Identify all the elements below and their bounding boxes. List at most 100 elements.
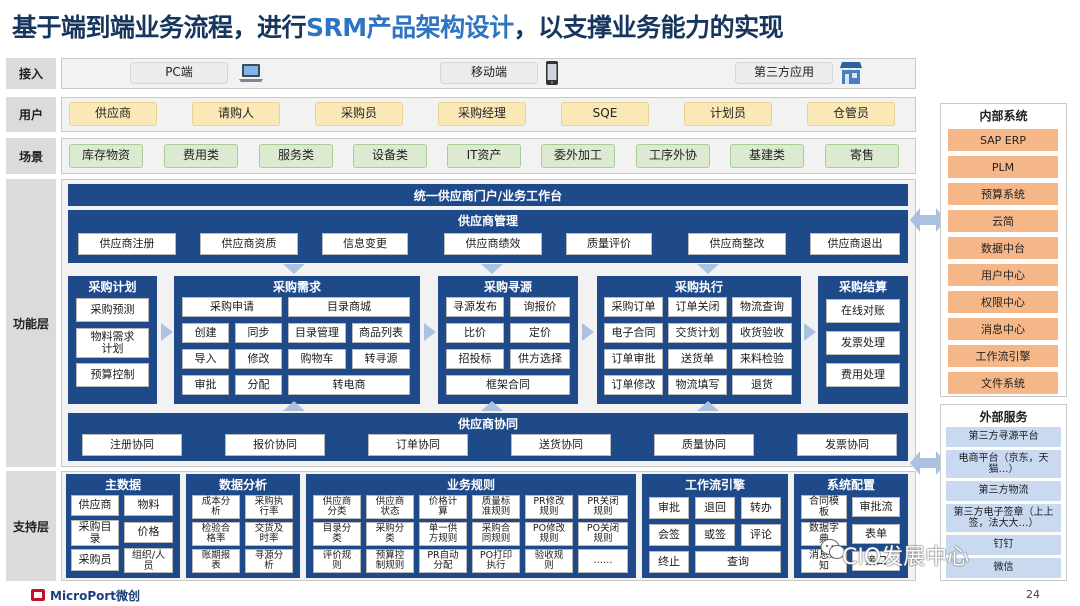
access-third-party: 第三方应用 — [735, 62, 833, 84]
rules-item: …… — [578, 549, 628, 573]
collab-item: 质量协同 — [654, 434, 754, 456]
user-chip: 采购经理 — [438, 102, 526, 126]
rules-item: PO打印执行 — [472, 549, 520, 573]
plan-item: 预算控制 — [76, 363, 149, 387]
collab-item: 注册协同 — [82, 434, 182, 456]
master-item: 采购目录 — [71, 520, 119, 546]
demand-item: 修改 — [235, 349, 282, 369]
rules-item: 供应商状态 — [366, 495, 414, 519]
rules-item: 评价规则 — [313, 549, 361, 573]
rules-item: PR修改规则 — [525, 495, 573, 519]
demand-item: 目录商城 — [288, 297, 410, 317]
execution-item: 订单修改 — [604, 375, 663, 395]
master-item: 供应商 — [71, 495, 119, 516]
supplier-mgmt-title: 供应商管理 — [457, 214, 518, 228]
supplier-mgmt-item: 供应商注册 — [78, 233, 176, 255]
collab-title: 供应商协同 — [457, 416, 518, 431]
demand-item: 商品列表 — [352, 323, 410, 343]
collab-item: 送货协同 — [511, 434, 611, 456]
execution-item: 采购订单 — [604, 297, 663, 317]
demand-title: 采购需求 — [272, 279, 321, 294]
sourcing-item: 框架合同 — [446, 375, 570, 395]
rules-item: PO关闭规则 — [578, 522, 628, 546]
laptop-icon — [238, 61, 264, 89]
rules-item: PR关闭规则 — [578, 495, 628, 519]
execution-item: 送货单 — [668, 349, 727, 369]
internal-item: 权限中心 — [948, 291, 1058, 313]
demand-item: 导入 — [182, 349, 229, 369]
analysis-item: 交货及时率 — [245, 522, 293, 546]
scenario-chip: 基建类 — [730, 144, 804, 168]
execution-title: 采购执行 — [674, 279, 723, 294]
user-chip: 请购人 — [192, 102, 280, 126]
arrow-up — [481, 401, 503, 411]
external-item: 第三方寻源平台 — [946, 427, 1061, 447]
scenario-chip: IT资产 — [447, 144, 521, 168]
internal-item: 工作流引擎 — [948, 345, 1058, 367]
demand-item: 转电商 — [288, 375, 410, 395]
workflow-item: 会签 — [649, 524, 689, 546]
settlement-item: 在线对账 — [826, 299, 900, 323]
arrow-right — [161, 323, 173, 341]
user-chip: 计划员 — [684, 102, 772, 126]
execution-item: 物流查询 — [732, 297, 792, 317]
workflow-item: 审批 — [649, 497, 689, 519]
footer-logo: MicroPort微创 — [50, 589, 141, 603]
execution-item: 订单关闭 — [668, 297, 727, 317]
execution-item: 退货 — [732, 375, 792, 395]
user-chip: SQE — [561, 102, 649, 126]
scenario-chip: 服务类 — [259, 144, 333, 168]
execution-item: 交货计划 — [668, 323, 727, 343]
settlement-item: 发票处理 — [826, 331, 900, 355]
sysconf-title: 系统配置 — [826, 477, 875, 492]
scenario-chip: 工序外协 — [636, 144, 710, 168]
access-pc: PC端 — [130, 62, 228, 84]
workflow-item: 退回 — [695, 497, 735, 519]
master-item: 价格 — [124, 522, 173, 543]
execution-item: 电子合同 — [604, 323, 663, 343]
workflow-title: 工作流引擎 — [684, 477, 745, 492]
rules-item: 目录分类 — [313, 522, 361, 546]
scenario-chip: 寄售 — [825, 144, 899, 168]
workflow-item: 或签 — [695, 524, 735, 546]
demand-item: 同步 — [235, 323, 282, 343]
title-highlight: SRM产品架构设计 — [306, 13, 514, 42]
analysis-item: 账期报表 — [192, 549, 240, 573]
external-item: 第三方电子签章（上上签，法大大…） — [946, 504, 1061, 532]
internal-item: 用户中心 — [948, 264, 1058, 286]
internal-item: 云简 — [948, 210, 1058, 232]
master-title: 主数据 — [104, 477, 141, 492]
rules-item: 采购合同规则 — [472, 522, 520, 546]
watermark: CIO发展中心 — [842, 545, 970, 570]
user-chip: 采购员 — [315, 102, 403, 126]
master-item: 组织/人员 — [124, 548, 173, 573]
internal-item: SAP ERP — [948, 129, 1058, 151]
user-chip: 仓管员 — [807, 102, 895, 126]
analysis-item: 成本分析 — [192, 495, 240, 519]
supplier-mgmt-item: 信息变更 — [322, 233, 408, 255]
external-item: 钉钉 — [946, 535, 1061, 555]
collab-item: 订单协同 — [368, 434, 468, 456]
internal-item: 消息中心 — [948, 318, 1058, 340]
analysis-item: 寻源分析 — [245, 549, 293, 573]
slide-title: 基于端到端业务流程，进行SRM产品架构设计，以支撑业务能力的实现 — [12, 8, 784, 44]
sourcing-item: 询报价 — [510, 297, 570, 317]
rules-item: 预算控制规则 — [366, 549, 414, 573]
internal-item: 数据中台 — [948, 237, 1058, 259]
execution-item: 收货验收 — [732, 323, 792, 343]
rules-item: PR自动分配 — [419, 549, 467, 573]
execution-item: 来料检验 — [732, 349, 792, 369]
portal-bar: 统一供应商门户/业务工作台 — [68, 184, 908, 206]
layer-label-access: 接入 — [6, 58, 56, 89]
arrow-down — [283, 264, 305, 274]
rules-item: 验收规则 — [525, 549, 573, 573]
supplier-mgmt-item: 供应商整改 — [688, 233, 786, 255]
demand-item: 目录管理 — [288, 323, 346, 343]
scenario-chip: 库存物资 — [69, 144, 143, 168]
arrow-right — [582, 323, 594, 341]
sourcing-item: 定价 — [510, 323, 570, 343]
arrow-down — [697, 264, 719, 274]
layer-label-scenarios: 场景 — [6, 138, 56, 174]
layer-label-users: 用户 — [6, 97, 56, 132]
